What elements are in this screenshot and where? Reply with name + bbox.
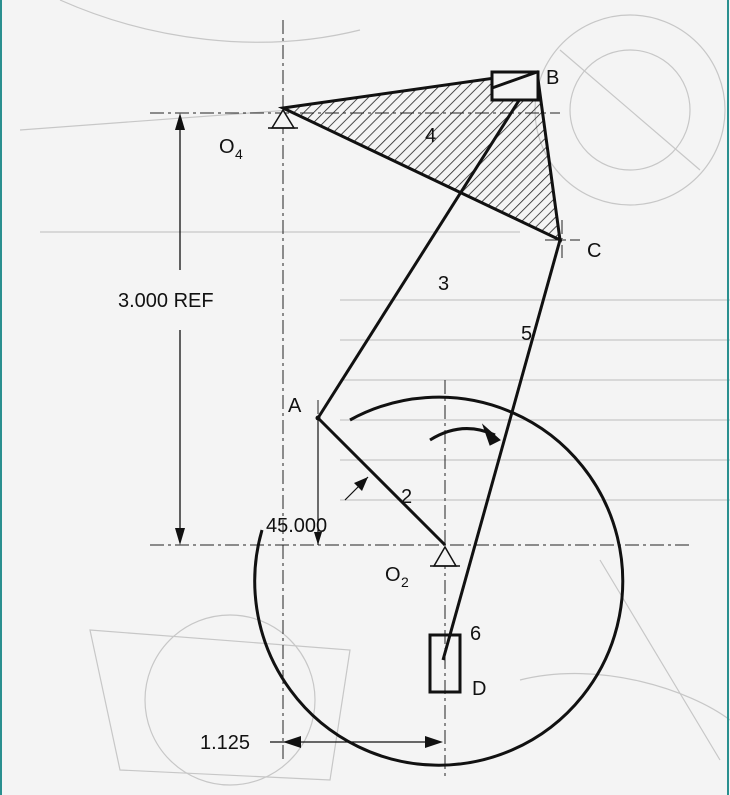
label-a: A bbox=[288, 395, 302, 417]
label-c: C bbox=[587, 240, 601, 262]
label-o4-subscript: 4 bbox=[235, 146, 243, 162]
slider-block-b bbox=[490, 70, 540, 102]
background-ghost bbox=[19, 0, 730, 786]
label-link-6: 6 bbox=[470, 623, 481, 645]
label-link-2: 2 bbox=[401, 486, 412, 508]
slider-block-d bbox=[428, 633, 462, 694]
label-o2: O bbox=[385, 564, 401, 586]
label-o4: O bbox=[219, 136, 235, 158]
triangle-pivot-icon bbox=[430, 545, 460, 567]
label-b: B bbox=[546, 67, 559, 89]
label-d: D bbox=[472, 678, 486, 700]
label-o2-subscript: 2 bbox=[401, 574, 409, 590]
link-5 bbox=[441, 239, 562, 661]
label-link-4: 4 bbox=[425, 125, 436, 147]
crank-circle bbox=[253, 395, 625, 767]
link-3 bbox=[316, 71, 539, 419]
ref-dimension bbox=[175, 113, 185, 545]
angle-dimension bbox=[314, 418, 369, 545]
label-link-5: 5 bbox=[521, 323, 532, 345]
angle-dimension-label: 45.000 bbox=[266, 515, 327, 537]
link-4-triangle bbox=[277, 70, 562, 243]
offset-dimension bbox=[270, 736, 443, 748]
label-link-3: 3 bbox=[438, 273, 449, 295]
ref-dimension-label: 3.000 REF bbox=[118, 290, 214, 312]
link-2 bbox=[316, 416, 447, 547]
triangle-pivot-icon bbox=[268, 108, 298, 129]
offset-dimension-label: 1.125 bbox=[200, 732, 250, 754]
